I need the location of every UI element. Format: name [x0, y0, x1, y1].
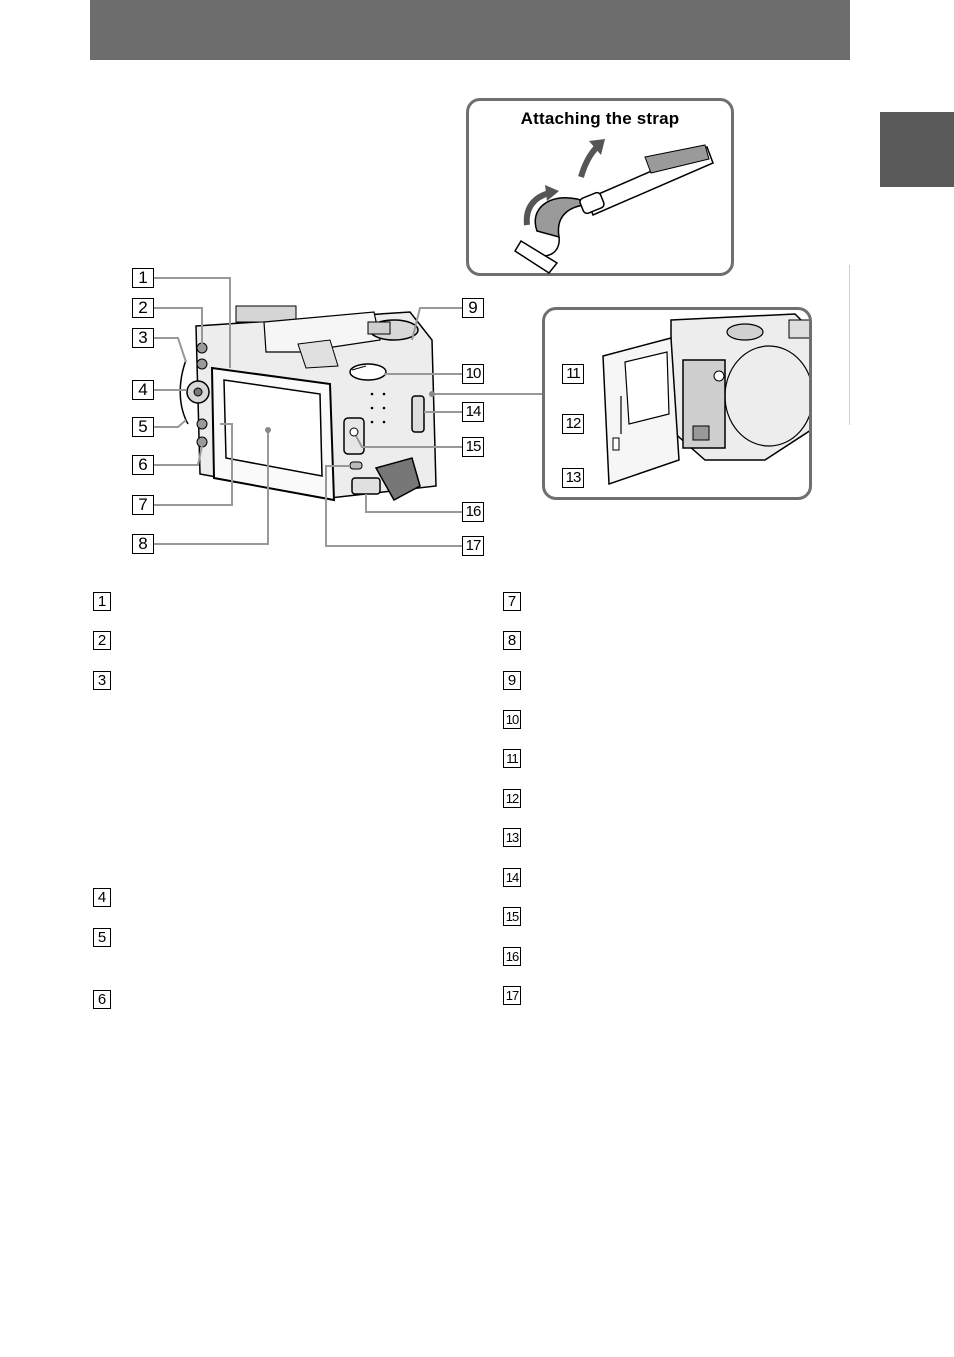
legend-item-3: 3: [93, 671, 111, 690]
callout-13: 13: [562, 468, 584, 488]
camera-diagram: [154, 277, 699, 547]
callout-17: 17: [462, 536, 484, 556]
callout-6: 6: [132, 455, 154, 475]
callout-3: 3: [132, 328, 154, 348]
legend-item-2: 2: [93, 631, 111, 650]
legend-item-16: 16: [503, 947, 521, 966]
legend-item-15: 15: [503, 907, 521, 926]
legend-item-8: 8: [503, 631, 521, 650]
callout-11: 11: [562, 364, 584, 384]
legend-item-13: 13: [503, 828, 521, 847]
legend-item-10: 10: [503, 710, 521, 729]
legend-item-11: 11: [503, 749, 521, 768]
strap-panel: Attaching the strap: [466, 98, 734, 276]
callout-5: 5: [132, 417, 154, 437]
strap-panel-title: Attaching the strap: [520, 109, 680, 128]
callout-8: 8: [132, 534, 154, 554]
callout-16: 16: [462, 502, 484, 522]
legend-item-4: 4: [93, 888, 111, 907]
callout-9: 9: [462, 298, 484, 318]
legend-item-7: 7: [503, 592, 521, 611]
section-tab: [880, 112, 954, 187]
legend-item-17: 17: [503, 986, 521, 1005]
callout-2: 2: [132, 298, 154, 318]
legend-item-5: 5: [93, 928, 111, 947]
callout-14: 14: [462, 402, 484, 422]
legend-item-14: 14: [503, 868, 521, 887]
legend-item-1: 1: [93, 592, 111, 611]
header-bar: [90, 0, 850, 60]
compartment-illustration: [602, 313, 809, 486]
strap-illustration: [513, 139, 714, 274]
callout-4: 4: [132, 380, 154, 400]
callout-10: 10: [462, 364, 484, 384]
legend-item-6: 6: [93, 990, 111, 1009]
legend-item-12: 12: [503, 789, 521, 808]
callout-7: 7: [132, 495, 154, 515]
callout-12: 12: [562, 414, 584, 434]
compartment-detail-panel: [542, 307, 812, 500]
legend-item-9: 9: [503, 671, 521, 690]
callout-1: 1: [132, 268, 154, 288]
callout-15: 15: [462, 437, 484, 457]
margin-rule: [849, 265, 850, 425]
